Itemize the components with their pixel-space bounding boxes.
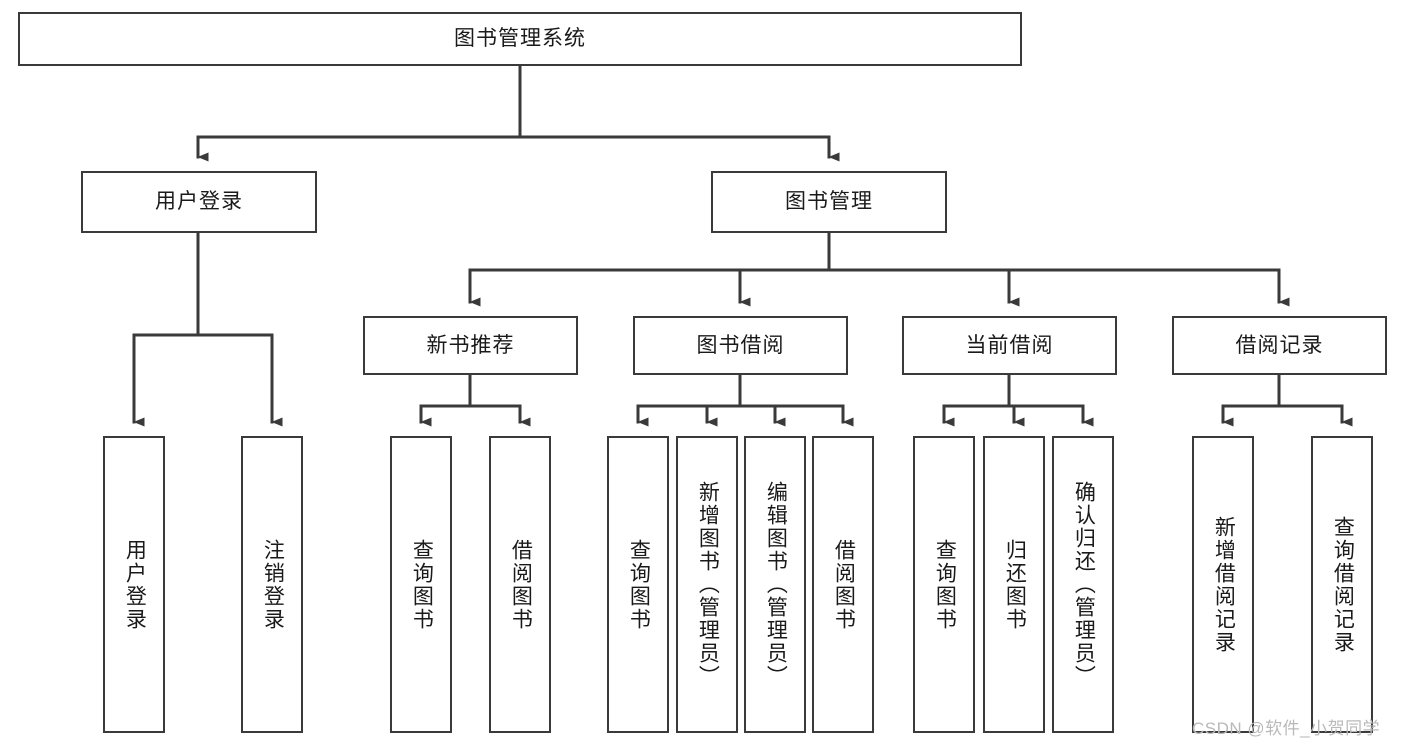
node-current-borrow-label: 当前借阅 — [965, 333, 1054, 357]
leaf-node[interactable]: 新增图书（管理员） — [676, 436, 738, 733]
node-new-book-recommend[interactable]: 新书推荐 — [363, 316, 578, 375]
node-book-borrow[interactable]: 图书借阅 — [633, 316, 848, 375]
leaf-node-label: 注销登录 — [261, 538, 285, 631]
leaf-node-label: 新增图书（管理员） — [696, 481, 720, 688]
leaf-node[interactable]: 注销登录 — [241, 436, 303, 733]
node-book-borrow-label: 图书借阅 — [696, 333, 785, 357]
leaf-node[interactable]: 查询图书 — [913, 436, 975, 733]
leaf-node[interactable]: 借阅图书 — [489, 436, 551, 733]
leaf-node[interactable]: 编辑图书（管理员） — [744, 436, 806, 733]
leaf-node[interactable]: 用户登录 — [103, 436, 165, 733]
leaf-node[interactable]: 借阅图书 — [812, 436, 874, 733]
leaf-node-label: 确认归还（管理员） — [1072, 481, 1096, 688]
node-current-borrow[interactable]: 当前借阅 — [902, 316, 1117, 375]
leaf-node-label: 查询图书 — [627, 538, 651, 631]
leaf-node[interactable]: 新增借阅记录 — [1192, 436, 1254, 733]
leaf-node-label: 归还图书 — [1003, 538, 1027, 631]
node-root[interactable]: 图书管理系统 — [18, 12, 1022, 66]
node-book-management[interactable]: 图书管理 — [711, 171, 947, 233]
leaf-node[interactable]: 查询借阅记录 — [1311, 436, 1373, 733]
node-root-label: 图书管理系统 — [454, 27, 586, 51]
leaf-node[interactable]: 归还图书 — [983, 436, 1045, 733]
leaf-node-label: 用户登录 — [123, 538, 147, 631]
leaf-node-label: 借阅图书 — [832, 538, 856, 631]
node-new-book-recommend-label: 新书推荐 — [426, 333, 515, 357]
node-book-management-label: 图书管理 — [785, 190, 873, 214]
leaf-node[interactable]: 确认归还（管理员） — [1052, 436, 1114, 733]
leaf-node[interactable]: 查询图书 — [390, 436, 452, 733]
leaf-node-label: 新增借阅记录 — [1212, 515, 1236, 654]
node-user-login[interactable]: 用户登录 — [81, 171, 317, 233]
node-borrow-record[interactable]: 借阅记录 — [1172, 316, 1387, 375]
node-user-login-label: 用户登录 — [155, 190, 243, 214]
leaf-node-label: 查询图书 — [410, 538, 434, 631]
node-borrow-record-label: 借阅记录 — [1235, 333, 1324, 357]
leaf-node-label: 查询图书 — [933, 538, 957, 631]
leaf-node-label: 编辑图书（管理员） — [764, 481, 788, 688]
leaf-node-label: 借阅图书 — [509, 538, 533, 631]
leaf-node[interactable]: 查询图书 — [607, 436, 669, 733]
csdn-watermark: CSDN @软件_小贺同学 — [1192, 719, 1381, 738]
leaf-node-label: 查询借阅记录 — [1331, 515, 1355, 654]
